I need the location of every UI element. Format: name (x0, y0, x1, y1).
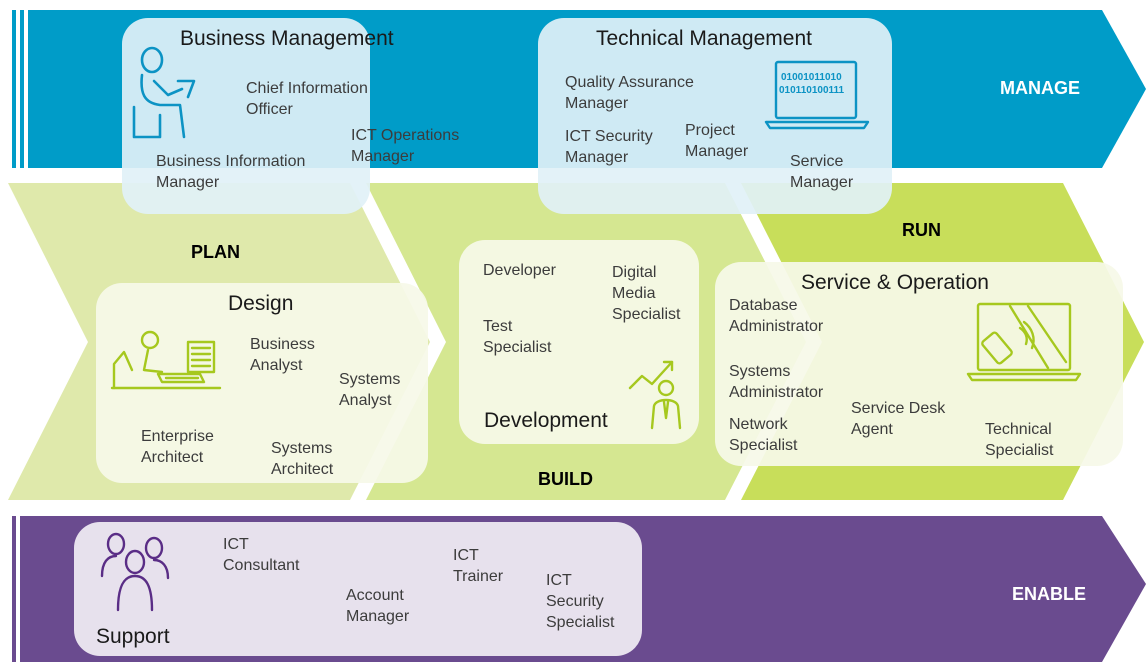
growth-person-icon (628, 360, 682, 430)
person-at-laptop-icon (132, 46, 196, 139)
role-digital-media-specialist: Digital Media Specialist (612, 264, 681, 323)
binary-laptop-icon: 01001011010 010110100111 (764, 58, 870, 132)
role-ict-consultant: ICT Consultant (223, 536, 300, 574)
service-operation-title: Service & Operation (801, 271, 989, 294)
mobile-laptop-icon (966, 302, 1082, 382)
role-ict-security-specialist: ICT Security Specialist (546, 572, 615, 631)
role-service-desk-agent: Service Desk Agent (851, 400, 946, 438)
manage-band-stripe (16, 10, 20, 168)
role-developer: Developer (483, 262, 556, 279)
enable-band-stripe (16, 516, 20, 662)
design-box (96, 283, 428, 483)
enable-label: ENABLE (1012, 584, 1087, 604)
binary-code-line: 010110100111 (779, 85, 845, 96)
role-network-specialist: Network Specialist (729, 416, 798, 454)
role-database-administrator: Database Administrator (729, 297, 824, 335)
support-title: Support (96, 625, 170, 648)
role-systems-architect: Systems Architect (271, 440, 334, 478)
role-chief-information-officer: Chief Information Officer (246, 80, 368, 118)
development-title: Development (484, 409, 608, 432)
business-management-title: Business Management (180, 27, 394, 50)
development-box (459, 240, 699, 444)
manage-label: MANAGE (1000, 78, 1080, 98)
role-systems-administrator: Systems Administrator (729, 363, 824, 401)
role-account-manager: Account Manager (346, 587, 410, 625)
manage-band-stripe (8, 10, 12, 168)
service-operation-box (715, 262, 1123, 466)
plan-label: PLAN (191, 242, 240, 262)
role-ict-trainer: ICT Trainer (453, 547, 504, 585)
support-box (74, 522, 642, 656)
binary-code-line: 01001011010 (781, 72, 842, 83)
manage-band-stripe (24, 10, 28, 168)
design-title: Design (228, 292, 294, 315)
role-project-manager: Project Manager (685, 122, 749, 160)
role-systems-analyst: Systems Analyst (339, 371, 401, 409)
people-group-icon (100, 532, 170, 612)
role-business-information-manager: Business Information Manager (156, 153, 306, 191)
role-enterprise-architect: Enterprise Architect (141, 428, 214, 466)
role-business-analyst: Business Analyst (250, 336, 315, 374)
role-technical-specialist: Technical Specialist (985, 421, 1054, 459)
enable-band-stripe (8, 516, 12, 662)
run-label: RUN (902, 220, 941, 240)
build-label: BUILD (538, 469, 593, 489)
technical-management-title: Technical Management (596, 27, 812, 50)
role-service-manager: Service Manager (790, 153, 854, 191)
role-quality-assurance-manager: Quality Assurance Manager (565, 74, 694, 112)
role-test-specialist: Test Specialist (483, 318, 552, 356)
role-ict-security-manager: ICT Security Manager (565, 128, 653, 166)
role-ict-operations-manager: ICT Operations Manager (351, 127, 460, 165)
business-management-box (122, 18, 370, 214)
technical-management-box (538, 18, 892, 214)
designer-at-desk-icon (110, 330, 222, 390)
